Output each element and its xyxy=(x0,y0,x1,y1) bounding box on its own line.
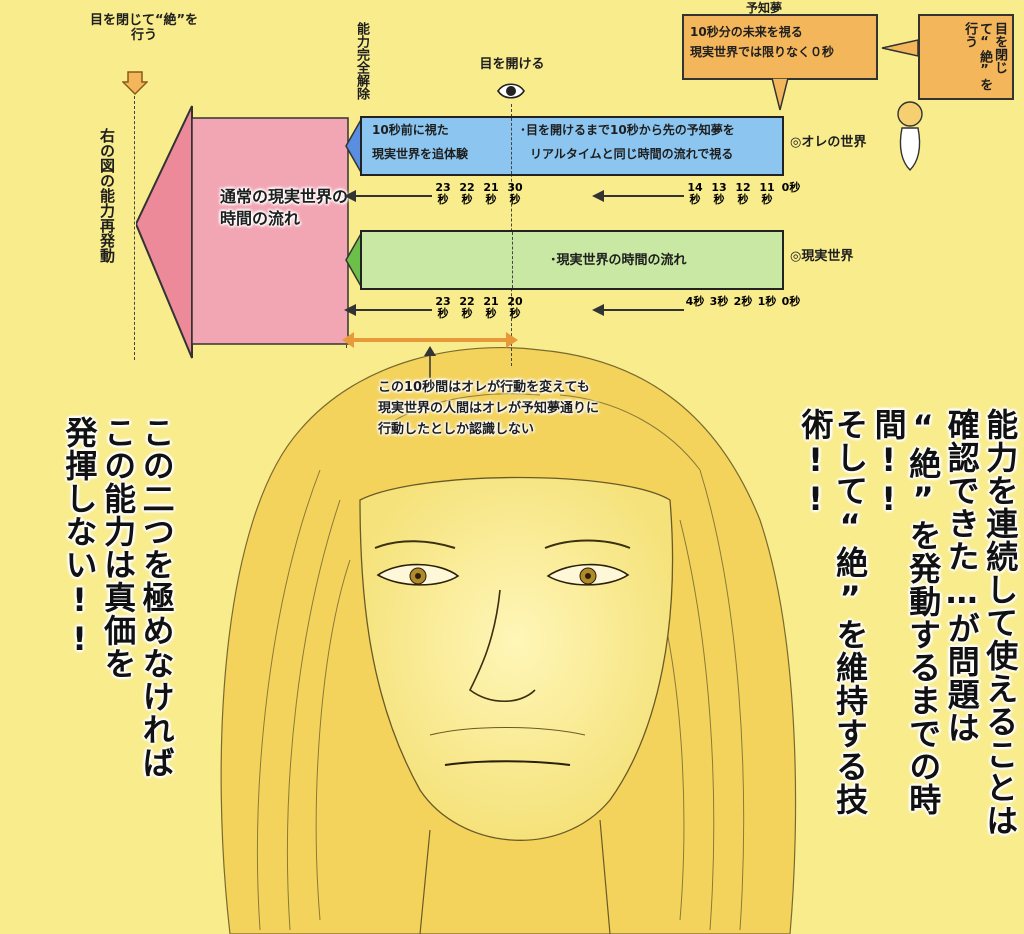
right-note-box: 目を閉じて“絶”を行う xyxy=(918,14,1014,100)
blue-ticks-arrowhead-icon xyxy=(344,190,356,202)
right-box-tail-icon xyxy=(881,39,919,57)
speech-tail-icon xyxy=(771,78,789,111)
right-big-col4: そして“絶”を維持する技術!! xyxy=(796,408,870,816)
pink-time-arrow xyxy=(136,105,349,359)
prediction-line2: 現実世界では限りなく０秒 xyxy=(690,44,835,59)
blue-tick: 0秒 xyxy=(781,181,801,194)
green-tick: 3秒 xyxy=(709,295,729,308)
blue-tick: 22秒 xyxy=(459,181,475,207)
blue-tick: 14秒 xyxy=(687,181,703,207)
green-tick: 22秒 xyxy=(459,295,475,321)
bracket-note: この10秒間はオレが行動を変えても 現実世界の人間はオレが予知夢通りに 行動した… xyxy=(378,378,678,440)
green-tick: 4秒 xyxy=(685,295,705,308)
green-bar-tip xyxy=(345,230,362,290)
left-big-col2: この能力は真価を xyxy=(99,416,138,680)
blue-bar: 10秒前に視た 現実世界を追体験 ･目を開けるまで10秒から先の予知夢を リアル… xyxy=(360,116,784,176)
green-bar-divider xyxy=(512,232,513,288)
eye-icon xyxy=(497,83,525,99)
blue-tick: 13秒 xyxy=(711,181,727,207)
left-vertical-label: 右の図の能力再発動 xyxy=(98,128,116,263)
my-world-label: ◎オレの世界 xyxy=(790,135,867,150)
green-bar: ･現実世界の時間の流れ xyxy=(360,230,784,290)
blue-bar-right-segment: ･目を開けるまで10秒から先の予知夢を リアルタイムと同じ時間の流れで視る xyxy=(514,118,784,174)
blue-bar-left-segment: 10秒前に視た 現実世界を追体験 xyxy=(362,118,512,174)
blue-ticks-right: 14秒 13秒 12秒 11秒 0秒 xyxy=(684,181,802,207)
green-bar-text: ･現実世界の時間の流れ xyxy=(550,253,687,268)
pink-arrow-label: 通常の現実世界の時間の流れ xyxy=(220,187,349,228)
eye-open-label: 目を開ける xyxy=(479,57,545,72)
blue-tick: 23秒 xyxy=(435,181,451,207)
down-arrow-icon xyxy=(122,71,148,96)
green-tick: 0秒 xyxy=(781,295,801,308)
green-tick: 20秒 xyxy=(507,295,523,321)
blue-ticks-arrow xyxy=(352,195,432,197)
left-big-col1: この二つを極めなければ xyxy=(137,416,176,779)
green-tick: 2秒 xyxy=(733,295,753,308)
right-big-col1: 能力を連続して使えることは xyxy=(981,408,1020,837)
blue-tick: 12秒 xyxy=(735,181,751,207)
green-tick: 21秒 xyxy=(483,295,499,321)
blue-right-line2: リアルタイムと同じ時間の流れで視る xyxy=(530,146,734,161)
green-ticks-right-arrow xyxy=(600,309,684,311)
green-ticks-left: 23秒 22秒 21秒 20秒 xyxy=(432,295,526,321)
dashed-guide-left xyxy=(134,96,135,360)
blue-right-line1: ･目を開けるまで10秒から先の予知夢を xyxy=(520,123,735,137)
top-left-note: 目を閉じて“絶”を行う xyxy=(89,13,199,43)
blue-left-line1: 10秒前に視た xyxy=(372,123,449,137)
green-ticks-arrow xyxy=(352,309,432,311)
blue-tick: 21秒 xyxy=(483,181,499,207)
ten-second-bracket xyxy=(342,332,518,378)
blue-left-line2: 現実世界を追体験 xyxy=(372,146,469,161)
blue-ticks-right-arrowhead-icon xyxy=(592,190,604,202)
green-ticks-right: 4秒 3秒 2秒 1秒 0秒 xyxy=(684,295,802,308)
blue-ticks-right-arrow xyxy=(600,195,684,197)
character-icon xyxy=(897,101,923,171)
blue-ticks-left: 23秒 22秒 21秒 30秒 xyxy=(432,181,526,207)
right-note-text: 目を閉じて“絶”を行う xyxy=(962,22,1007,91)
prediction-line1: 10秒分の未来を視る xyxy=(690,25,803,39)
bracket-note-line3: 行動したとしか認識しない xyxy=(378,421,535,437)
blue-bar-tip xyxy=(345,116,362,176)
prediction-title: 予知夢 xyxy=(746,1,783,15)
right-big-col2: 確認できた…が問題は xyxy=(942,408,981,744)
prediction-dream-box: 予知夢 10秒分の未来を視る 現実世界では限りなく０秒 xyxy=(682,1,878,80)
ability-release-label: 能力完全解除 xyxy=(354,22,369,100)
green-tick: 23秒 xyxy=(435,295,451,321)
left-big-text: この二つを極めなければ この能力は真価を 発揮しない!! xyxy=(60,416,176,836)
right-big-col3: “絶”を発動するまでの時間!! xyxy=(869,408,943,816)
bracket-note-line1: この10秒間はオレが行動を変えても xyxy=(378,380,590,395)
bracket-note-line2: 現実世界の人間はオレが予知夢通りに xyxy=(378,400,600,416)
right-big-text: 能力を連続して使えることは 確認できた…が問題は “絶”を発動するまでの時間!!… xyxy=(796,408,1020,908)
left-big-col3: 発揮しない!! xyxy=(60,416,99,659)
blue-tick: 11秒 xyxy=(759,181,775,207)
green-ticks-arrowhead-icon xyxy=(344,304,356,316)
green-ticks-right-arrowhead-icon xyxy=(592,304,604,316)
blue-tick: 30秒 xyxy=(507,181,523,207)
green-tick: 1秒 xyxy=(757,295,777,308)
real-world-label: ◎現実世界 xyxy=(790,249,854,264)
